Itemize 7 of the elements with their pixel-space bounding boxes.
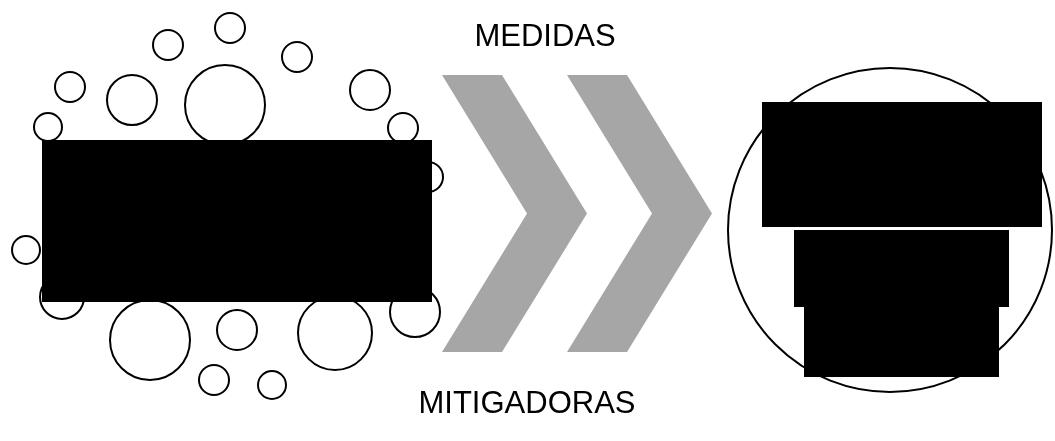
caption-text: MEDIDAS xyxy=(474,18,616,54)
caption-text: MITIGADORAS xyxy=(418,385,636,421)
filled-block xyxy=(794,230,1009,307)
filled-block xyxy=(42,140,432,302)
chevron-arrow xyxy=(442,75,712,352)
filled-block xyxy=(804,307,999,377)
filled-block xyxy=(762,102,1042,227)
